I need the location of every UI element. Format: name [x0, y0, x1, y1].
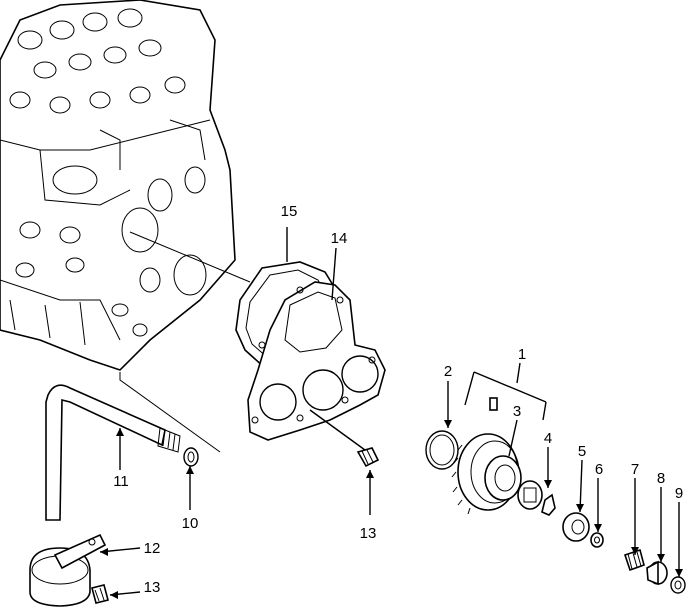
part-3-gear: [451, 397, 522, 515]
part-11-oil-pipe: [45, 384, 181, 521]
callout-4: 4: [544, 430, 552, 447]
callout-3: 3: [513, 403, 521, 420]
callout-13-upper: 13: [360, 525, 377, 542]
part-8-collar: [646, 560, 668, 586]
part-7-bolt: [623, 548, 645, 572]
engine-block: [0, 0, 236, 371]
callout-2: 2: [444, 363, 452, 380]
timing-cover: [247, 281, 386, 441]
callout-6: 6: [595, 461, 603, 478]
arrowheads: [100, 420, 683, 599]
callout-5: 5: [578, 443, 586, 460]
callout-14: 14: [331, 230, 348, 247]
callout-11: 11: [113, 473, 129, 490]
callout-10: 10: [182, 515, 199, 532]
part-13-bolt-upper: [356, 447, 380, 468]
callout-13-lower: 13: [144, 579, 161, 596]
part-13-bolt-lower: [91, 584, 109, 604]
callout-15: 15: [281, 203, 298, 220]
part-5-spacer: [562, 512, 590, 542]
part-4-washer: [517, 480, 556, 516]
callout-1: 1: [518, 346, 526, 363]
callout-12: 12: [144, 540, 161, 557]
part-6-washer: [590, 532, 604, 548]
part-2-o-ring: [425, 430, 459, 470]
callout-9: 9: [675, 485, 683, 502]
part-9-ring: [670, 576, 686, 594]
leader-lines: [99, 227, 680, 596]
callout-7: 7: [631, 461, 639, 478]
part-10-o-ring: [183, 447, 199, 467]
oil-strainer: [29, 533, 107, 607]
callout-8: 8: [657, 470, 665, 487]
